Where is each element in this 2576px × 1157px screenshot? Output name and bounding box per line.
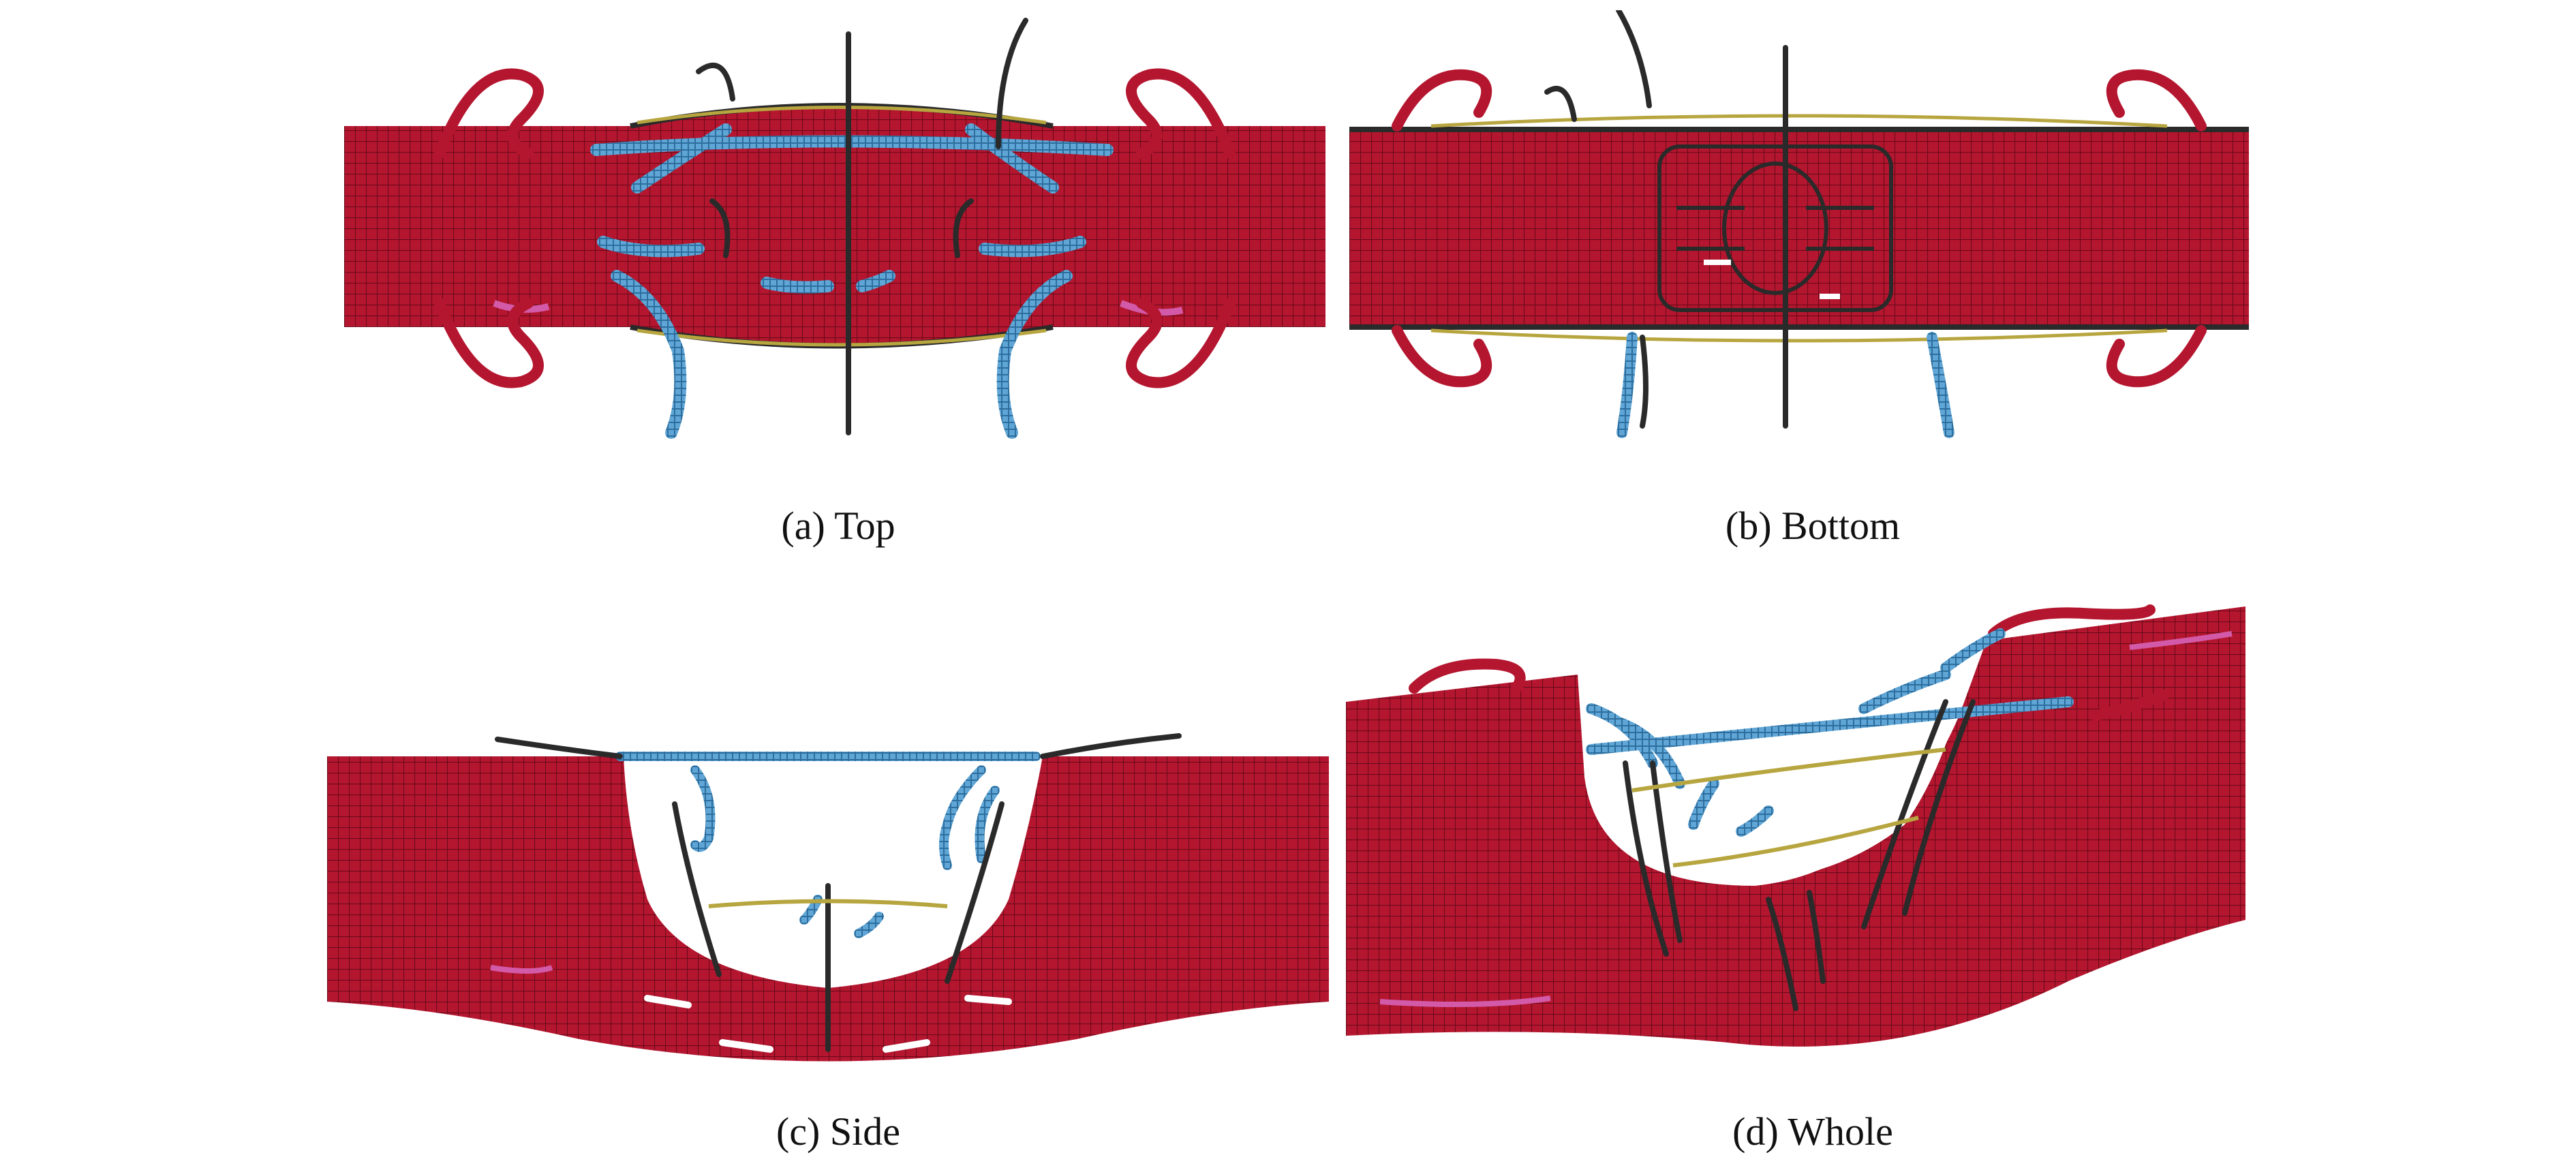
hook-rebars [1392,69,2207,388]
side-view-image [327,733,1329,1062]
punch-cavity [1605,702,1959,882]
caption-bottom: (b) Bottom [1725,504,1901,548]
hook-rebars [1409,604,2169,721]
caption-whole: (d) Whole [1732,1109,1893,1154]
top-view-image [344,18,1325,439]
bottom-view-image [1349,10,2249,438]
dark-rebars [696,18,1028,435]
panel-whole-view [1346,600,2252,1077]
blue-rebars [590,123,1114,439]
blue-rebars [615,752,1041,938]
blue-rebars [1616,332,1954,438]
caption-side: (c) Side [776,1109,900,1154]
punch-zone [1657,144,1893,312]
dark-rebars [1544,10,1788,429]
slab-mesh [1349,129,2249,327]
blue-rebars [1586,628,2074,837]
slab-mesh [1346,606,2245,1047]
dark-rebars [495,733,1182,1052]
whole-view-image [1346,604,2245,1047]
punch-cavity [624,756,1043,988]
caption-top: (a) Top [781,504,895,548]
panel-side-view [327,729,1336,1083]
bulge-mesh [630,106,1053,346]
dark-rebars [1623,699,1976,1011]
panel-top-view [344,10,1332,446]
panel-bottom-view [1349,10,2249,446]
hook-rebars [434,68,1236,388]
